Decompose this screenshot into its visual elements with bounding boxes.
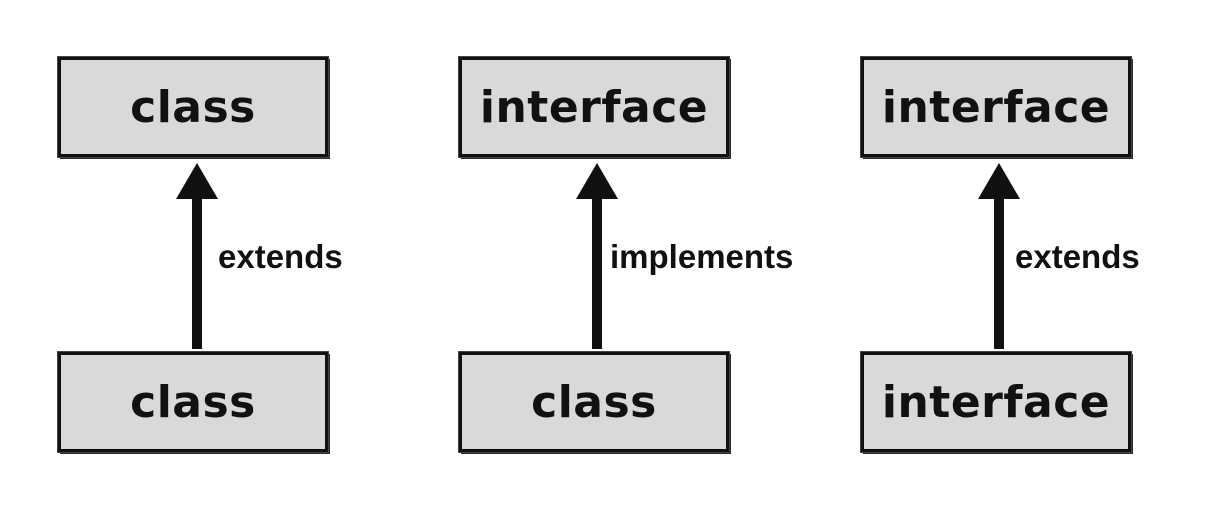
child-box-class: class bbox=[58, 352, 328, 452]
implements-arrow bbox=[576, 163, 618, 349]
relation-label-implements: implements bbox=[610, 238, 794, 275]
child-box-interface: interface bbox=[861, 352, 1131, 452]
relation-label-extends: extends bbox=[218, 238, 343, 275]
extends-arrow bbox=[978, 163, 1020, 349]
extends-arrow bbox=[176, 163, 218, 349]
parent-box-interface: interface bbox=[861, 57, 1131, 157]
parent-box-interface: interface bbox=[459, 57, 729, 157]
child-box-class: class bbox=[459, 352, 729, 452]
parent-box-class: class bbox=[58, 57, 328, 157]
relation-label-extends: extends bbox=[1015, 238, 1140, 275]
